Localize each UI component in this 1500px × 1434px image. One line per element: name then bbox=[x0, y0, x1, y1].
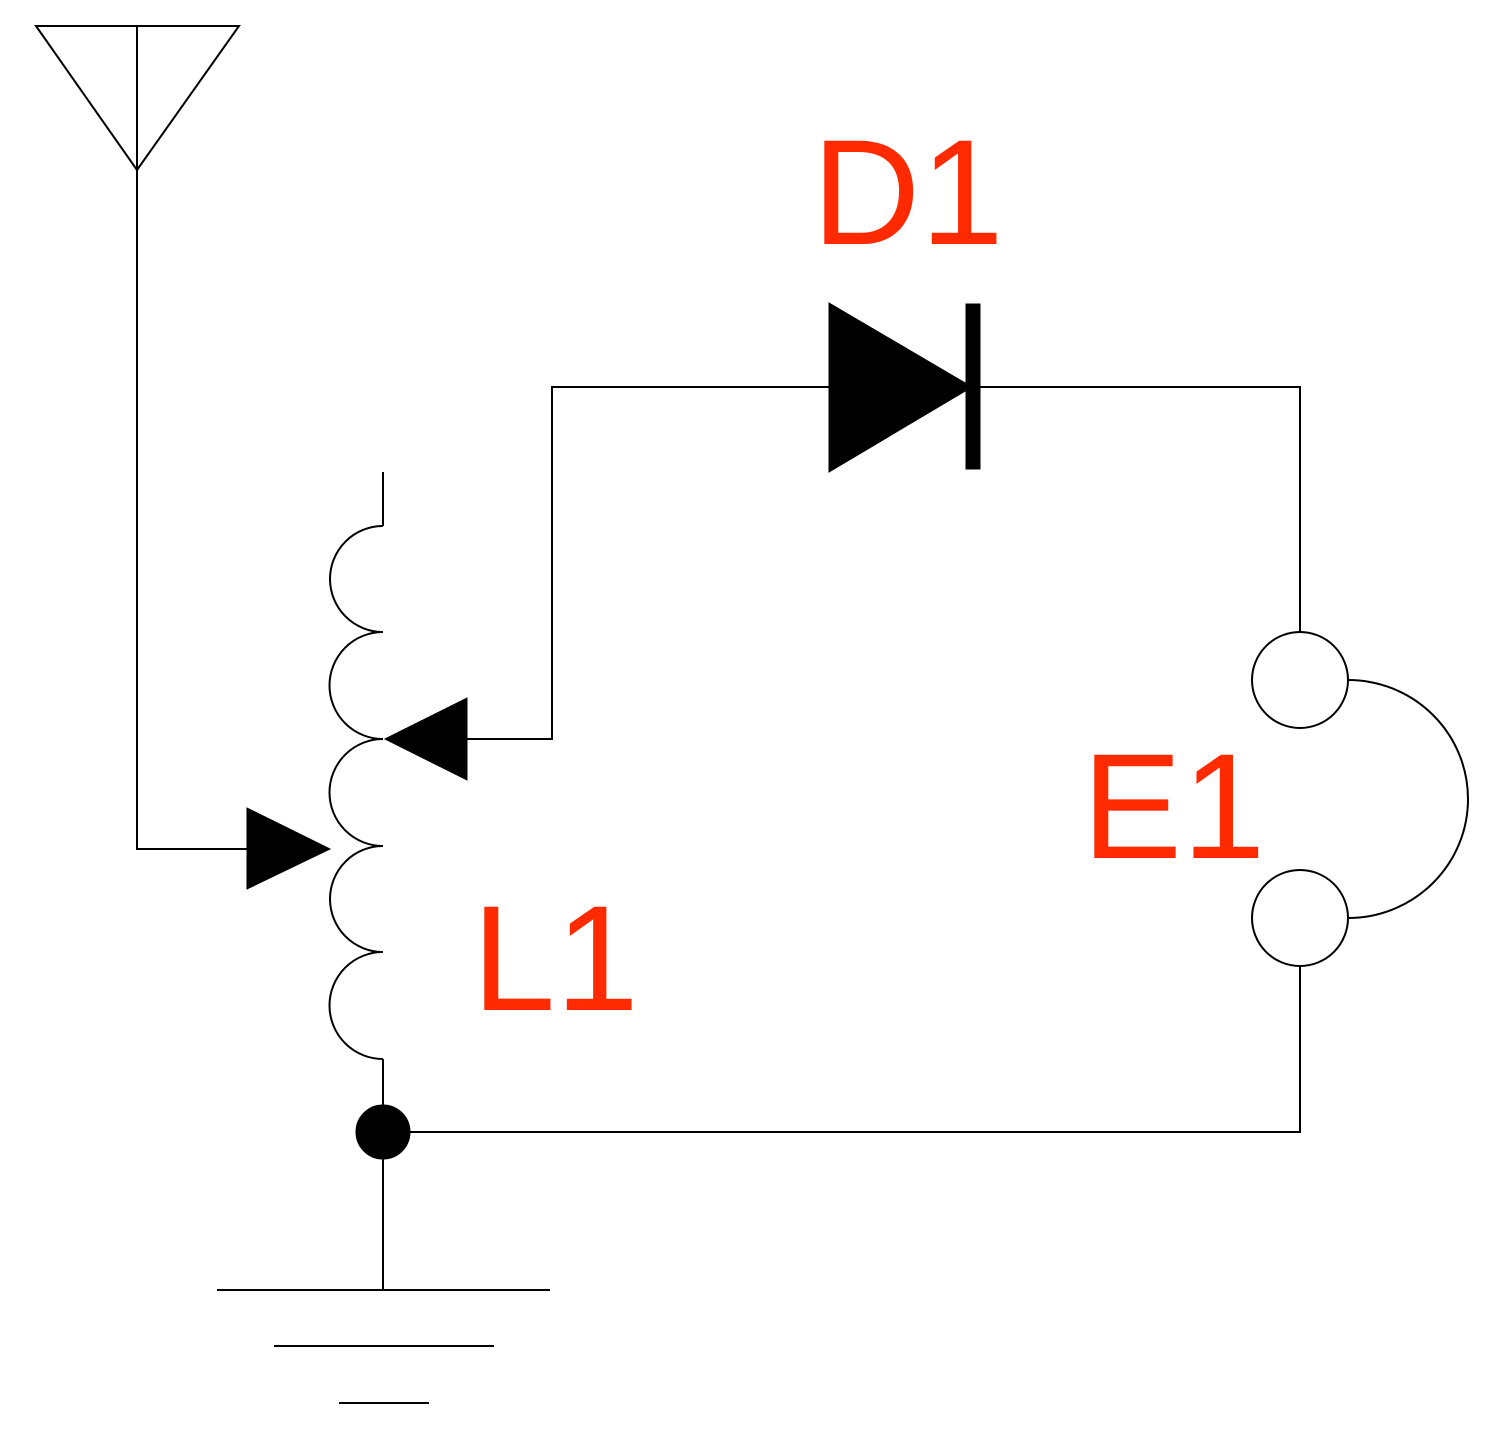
antenna-tap-arrow bbox=[246, 807, 332, 890]
antenna-wire bbox=[136, 170, 250, 850]
inductor-l1 bbox=[328, 472, 384, 1106]
detector-tap-arrow bbox=[383, 697, 468, 781]
diode-label: D1 bbox=[812, 108, 1004, 276]
earphone-e1 bbox=[1251, 631, 1469, 967]
earphone-return-wire bbox=[383, 966, 1301, 1133]
inductor-label: L1 bbox=[472, 874, 639, 1042]
earphone-label: E1 bbox=[1082, 722, 1265, 890]
diode-to-earphone-wire bbox=[980, 386, 1301, 632]
ground-symbol bbox=[217, 1289, 550, 1404]
tap-to-diode-wire bbox=[467, 386, 830, 740]
antenna-symbol bbox=[34, 25, 241, 172]
diode-d1 bbox=[828, 302, 981, 473]
